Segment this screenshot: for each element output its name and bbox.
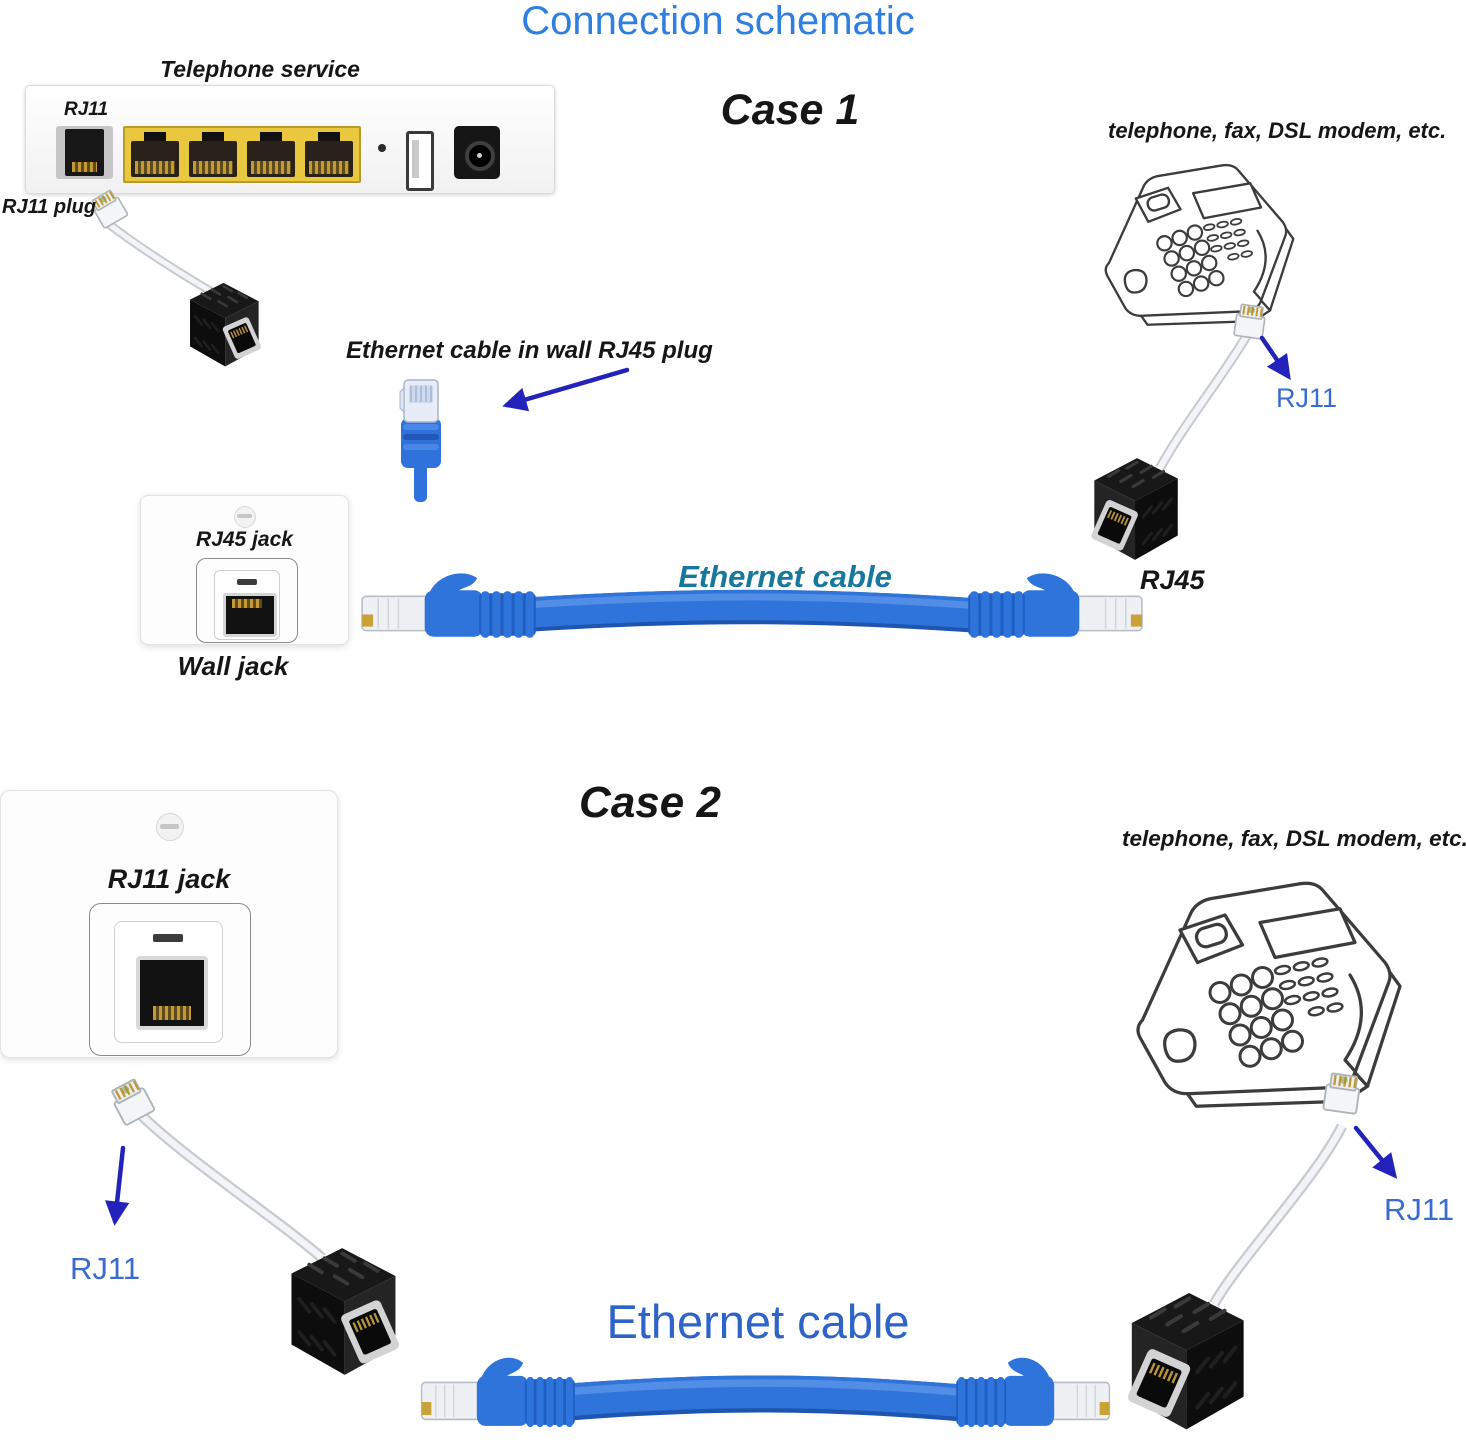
jack-module (114, 921, 223, 1043)
rj11-rj45-adapter-icon (1110, 1282, 1260, 1435)
rj45-port-icon (223, 593, 277, 637)
jack-module (214, 570, 280, 640)
rj11-jack-label: RJ11 jack (107, 864, 231, 894)
telephone-service-label: Telephone service (160, 56, 360, 82)
wall-plate-rj45: RJ45 jack (140, 495, 349, 645)
router-lan-ports (123, 126, 361, 183)
arrow-to-wall-plug-icon (502, 367, 630, 412)
rj11-label-case2-right: RJ11 (1384, 1192, 1455, 1227)
rj45-jack-label: RJ45 jack (196, 528, 293, 551)
rj45-port-icon (305, 132, 353, 177)
dc-power-jack-icon (454, 126, 500, 179)
rj11-plug-label: RJ11 plug (2, 196, 97, 218)
rj45-label-case1: RJ45 (1140, 565, 1205, 595)
jack-clip-slot (153, 934, 183, 942)
ethernet-cable-label-case1: Ethernet cable (678, 559, 892, 594)
router-rj11-recess (56, 126, 113, 179)
rj11-plug-icon (1321, 1071, 1363, 1116)
device-note-case1: telephone, fax, DSL modem, etc. (1108, 118, 1447, 143)
usb-port-icon (406, 131, 434, 191)
page-title: Connection schematic (521, 0, 915, 43)
jack-inset (89, 903, 251, 1056)
rj11-label-case2-left: RJ11 (70, 1251, 141, 1286)
router-rj11-label: RJ11 (64, 99, 109, 120)
arrow-to-rj11-case2-right-icon (1353, 1125, 1398, 1179)
rj11-rj45-adapter-icon (188, 281, 264, 368)
rj45-port-icon (131, 132, 179, 177)
rj45-port-icon (247, 132, 295, 177)
reset-hole-icon (378, 144, 386, 152)
jack-clip-slot (237, 579, 257, 585)
rj11-rj45-adapter-icon (289, 1246, 403, 1377)
ethernet-cable-icon (418, 1352, 1113, 1446)
rj11-plug-icon (107, 1076, 157, 1127)
device-note-case2: telephone, fax, DSL modem, etc. (1122, 826, 1466, 851)
screw-slot (160, 824, 179, 829)
ethernet-cable-label-case2: Ethernet cable (606, 1295, 910, 1348)
router-image: RJ11 (25, 85, 555, 194)
jack-inset (196, 558, 298, 643)
rj45-wall-plug-icon (399, 379, 442, 503)
screw-slot (237, 514, 252, 518)
rj11-plug-icon (1232, 302, 1268, 341)
rj45-port-icon (189, 132, 237, 177)
case1-heading: Case 1 (720, 86, 860, 134)
rj11-rj45-adapter-icon (1088, 456, 1180, 562)
wall-plate-rj11: RJ11 jack (0, 790, 338, 1058)
wall-jack-caption: Wall jack (177, 651, 289, 681)
arrow-to-rj11-case2-left-icon (105, 1145, 130, 1226)
rj11-label-case1: RJ11 (1276, 383, 1338, 413)
rj11-port-icon (65, 129, 104, 176)
case2-heading: Case 2 (579, 778, 721, 827)
wall-plug-note: Ethernet cable in wall RJ45 plug (346, 337, 713, 364)
rj11-port-icon (136, 956, 208, 1030)
